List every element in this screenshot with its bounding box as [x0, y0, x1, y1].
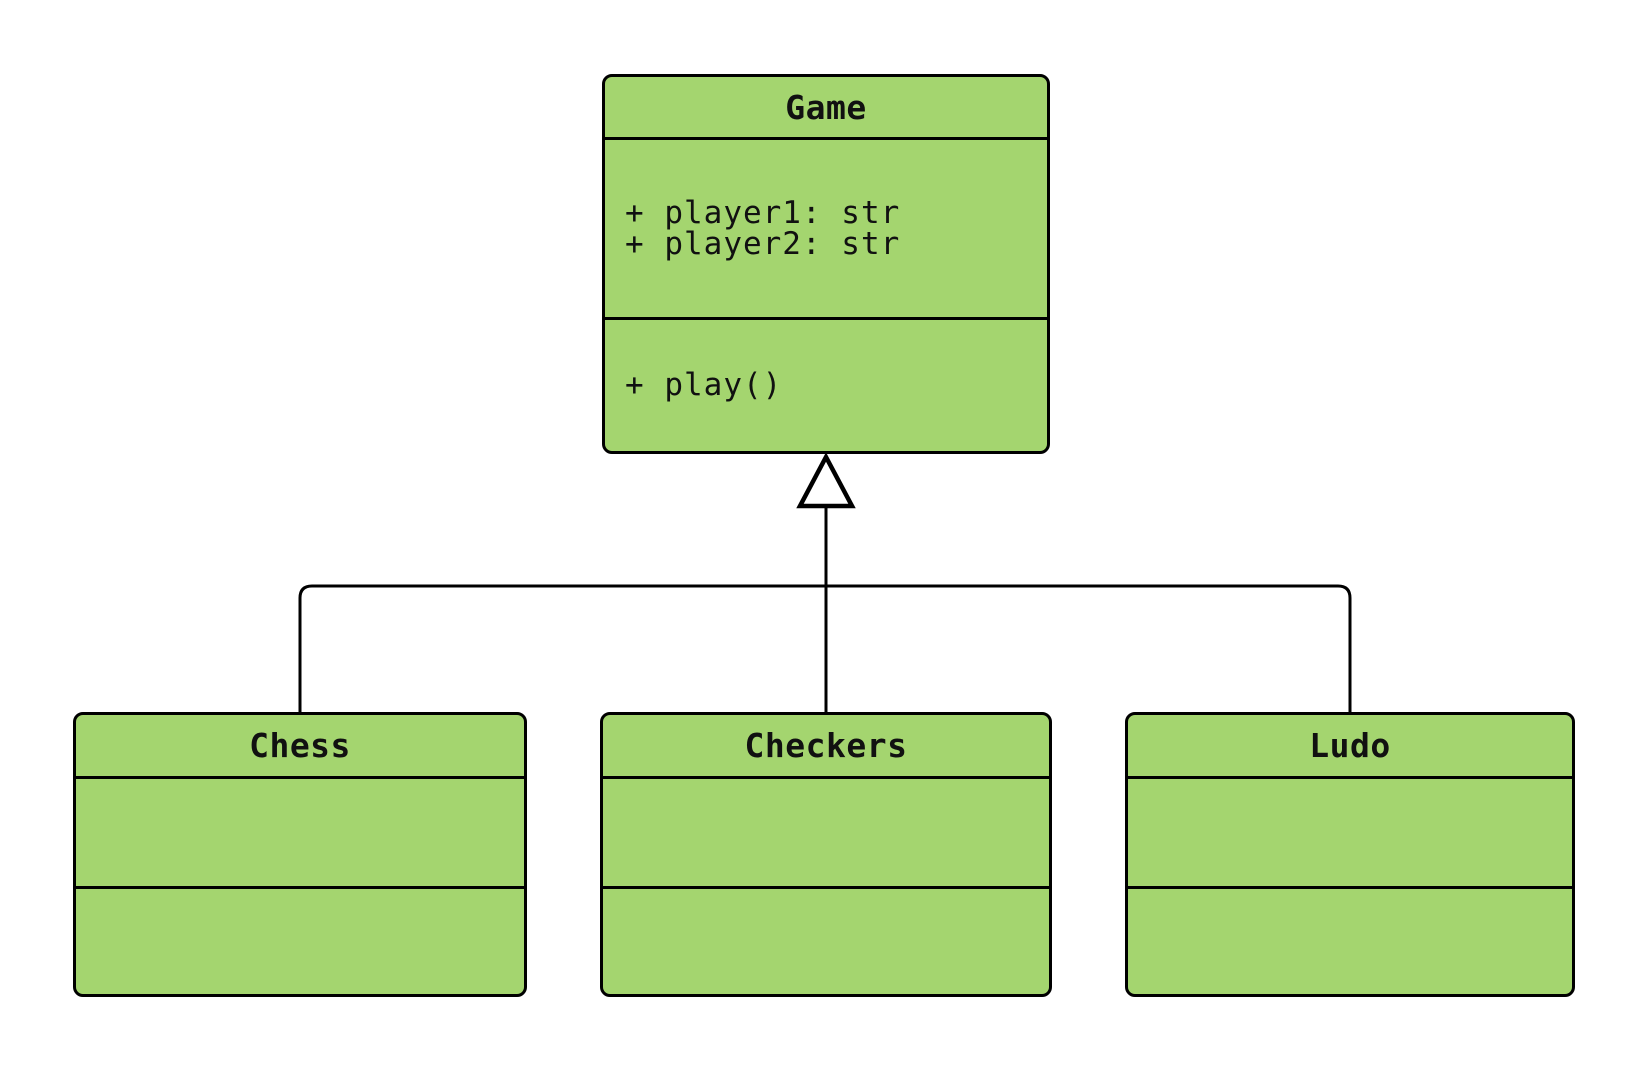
attribute-line: + player2: str	[625, 225, 901, 262]
connector-chess-to-game	[298, 584, 826, 712]
class-box-ludo: Ludo	[1125, 712, 1575, 997]
class-title: Ludo	[1309, 726, 1391, 765]
class-methods	[76, 889, 524, 994]
class-methods: + play()	[605, 320, 1047, 451]
title-attrs-divider	[1128, 776, 1572, 779]
title-attrs-divider	[605, 137, 1047, 140]
connector-ludo-to-game	[826, 584, 1352, 712]
attrs-methods-divider	[1128, 886, 1572, 889]
method-line: + play()	[625, 367, 783, 403]
class-attributes: + player1: str + player2: str	[605, 140, 1047, 317]
attrs-methods-divider	[76, 886, 524, 889]
class-attributes	[1128, 779, 1572, 886]
attrs-methods-divider	[605, 317, 1047, 320]
class-box-checkers: Checkers	[600, 712, 1052, 997]
attrs-methods-divider	[603, 886, 1049, 889]
class-attributes	[76, 779, 524, 886]
class-title: Chess	[249, 726, 351, 765]
class-title: Checkers	[744, 726, 908, 765]
class-attributes	[603, 779, 1049, 886]
class-title: Game	[785, 87, 867, 127]
class-box-chess: Chess	[73, 712, 527, 997]
title-attrs-divider	[603, 776, 1049, 779]
attribute-line: + player1: str	[625, 194, 901, 231]
class-methods	[1128, 889, 1572, 994]
inheritance-triangle-icon	[796, 452, 856, 509]
title-attrs-divider	[76, 776, 524, 779]
class-box-game: Game + player1: str + player2: str + pla…	[602, 74, 1050, 454]
class-methods	[603, 889, 1049, 994]
